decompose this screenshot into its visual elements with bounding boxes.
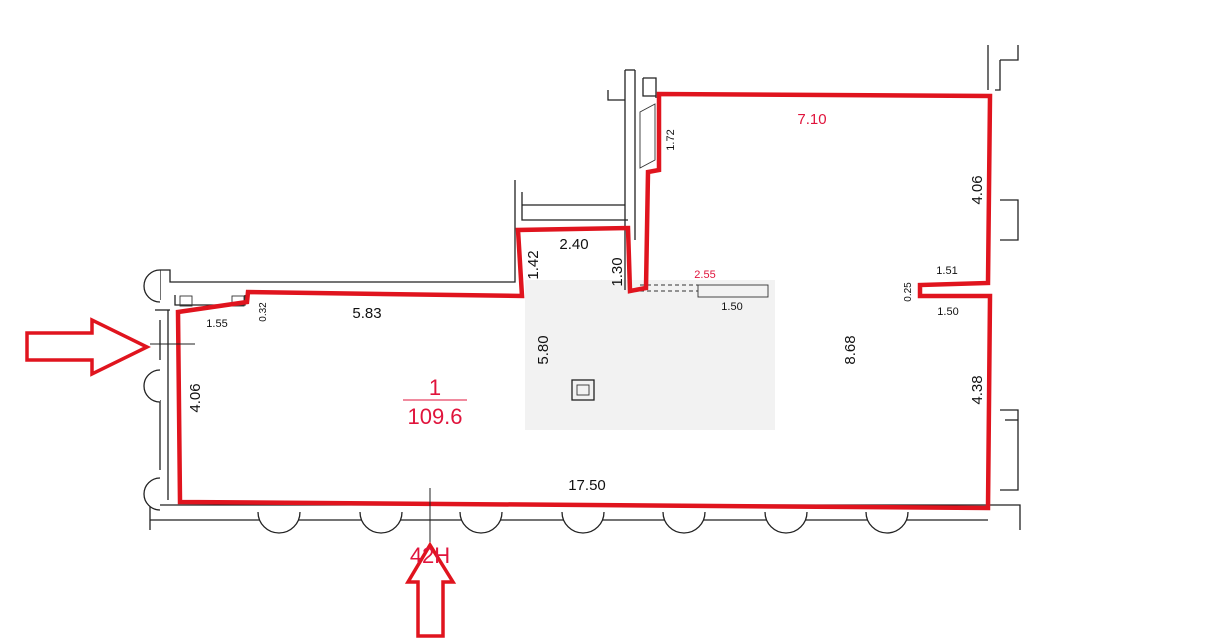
room-label: 1 109.6: [403, 375, 467, 429]
left-entrance-arrow: [25, 317, 151, 377]
dim-beam: 1.50: [721, 301, 742, 313]
room-area: 109.6: [407, 404, 462, 429]
dim-corridor-wall: 1.72: [665, 129, 677, 150]
dim-niche-right: 1.30: [609, 257, 626, 286]
bottom-bays: [257, 511, 909, 534]
dim-left-step: 0.32: [258, 302, 269, 322]
dimension-labels: 7.10 4.06 4.38 4.06 17.50 5.83 5.80 8.68…: [187, 111, 986, 494]
entrance-markers: 42H: [25, 317, 457, 638]
dim-right-upper: 4.06: [969, 175, 986, 204]
beam: [640, 284, 769, 298]
premises-outline: [175, 91, 993, 511]
dim-niche-depth: 1.42: [525, 250, 542, 279]
dim-right-step-top: 1.51: [936, 265, 957, 277]
dim-right-lower: 4.38: [969, 375, 986, 404]
dim-right-step-bottom: 1.50: [937, 306, 958, 318]
dim-right-height: 8.68: [842, 335, 859, 364]
dim-niche-width: 2.40: [559, 236, 588, 253]
dim-right-step-height: 0.25: [903, 282, 914, 302]
dim-left-side: 4.06: [187, 383, 204, 412]
dim-bottom: 17.50: [568, 477, 606, 494]
watermark: [525, 280, 775, 430]
left-bays: [143, 269, 161, 511]
column-icon: [571, 379, 595, 401]
dim-left-window: 1.55: [206, 318, 227, 330]
entrance-label: 42H: [410, 543, 450, 568]
dim-center-height: 5.80: [535, 335, 552, 364]
bottom-entrance-arrow: [404, 541, 457, 638]
dim-small-red: 2.55: [694, 269, 715, 281]
dim-top-left: 5.83: [352, 305, 381, 322]
room-number: 1: [429, 375, 441, 400]
dim-top-right-width: 7.10: [797, 111, 826, 128]
